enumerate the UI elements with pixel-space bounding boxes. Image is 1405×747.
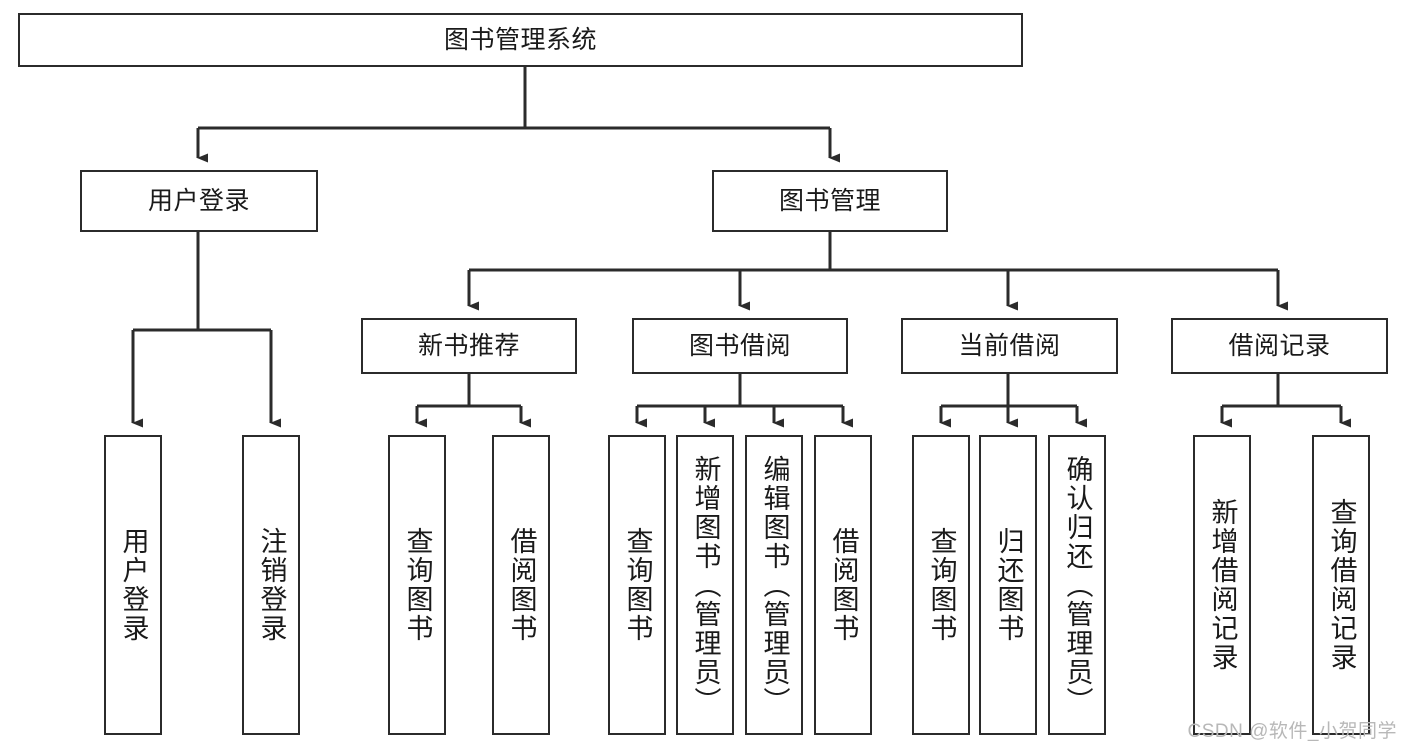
node-label: 查询借阅记录 xyxy=(1326,498,1357,672)
leaf-borrow-query-book[interactable]: 查询图书 xyxy=(608,435,666,735)
node-label: 注销登录 xyxy=(256,527,287,643)
node-label: 查询图书 xyxy=(622,527,653,643)
node-book-management[interactable]: 图书管理 xyxy=(712,170,948,232)
node-label: 借阅图书 xyxy=(828,527,859,643)
leaf-borrow-edit-book[interactable]: 编辑图书（管理员） xyxy=(745,435,803,735)
node-label: 图书管理系统 xyxy=(443,25,597,54)
node-label: 查询图书 xyxy=(926,527,957,643)
leaf-new-book-query[interactable]: 查询图书 xyxy=(388,435,446,735)
node-label: 当前借阅 xyxy=(958,331,1061,360)
node-label: 图书借阅 xyxy=(688,331,791,360)
node-label: 新增借阅记录 xyxy=(1207,498,1238,672)
node-current-borrow[interactable]: 当前借阅 xyxy=(901,318,1118,374)
leaf-user-login-logout[interactable]: 注销登录 xyxy=(242,435,300,735)
leaf-current-confirm-return[interactable]: 确认归还（管理员） xyxy=(1048,435,1106,735)
leaf-record-add[interactable]: 新增借阅记录 xyxy=(1193,435,1251,735)
node-label: 归还图书 xyxy=(993,527,1024,643)
node-label: 用户登录 xyxy=(147,186,250,215)
node-new-book-recommend[interactable]: 新书推荐 xyxy=(361,318,577,374)
leaf-borrow-borrow-book[interactable]: 借阅图书 xyxy=(814,435,872,735)
leaf-current-query-book[interactable]: 查询图书 xyxy=(912,435,970,735)
node-root-system[interactable]: 图书管理系统 xyxy=(18,13,1023,67)
node-label: 借阅记录 xyxy=(1228,331,1331,360)
watermark-text: CSDN @软件_小贺同学 xyxy=(1187,721,1397,742)
node-label: 图书管理 xyxy=(778,186,881,215)
leaf-current-return-book[interactable]: 归还图书 xyxy=(979,435,1037,735)
leaf-new-book-borrow[interactable]: 借阅图书 xyxy=(492,435,550,735)
node-label: 用户登录 xyxy=(118,527,149,643)
node-book-borrow[interactable]: 图书借阅 xyxy=(632,318,848,374)
node-label: 新书推荐 xyxy=(417,331,520,360)
leaf-record-query[interactable]: 查询借阅记录 xyxy=(1312,435,1370,735)
node-user-login[interactable]: 用户登录 xyxy=(80,170,318,232)
node-label: 编辑图书（管理员） xyxy=(759,454,790,716)
node-label: 确认归还（管理员） xyxy=(1062,454,1093,716)
node-label: 新增图书（管理员） xyxy=(690,454,721,716)
node-label: 查询图书 xyxy=(402,527,433,643)
leaf-user-login-login[interactable]: 用户登录 xyxy=(104,435,162,735)
node-label: 借阅图书 xyxy=(506,527,537,643)
leaf-borrow-add-book[interactable]: 新增图书（管理员） xyxy=(676,435,734,735)
node-borrow-record[interactable]: 借阅记录 xyxy=(1171,318,1388,374)
